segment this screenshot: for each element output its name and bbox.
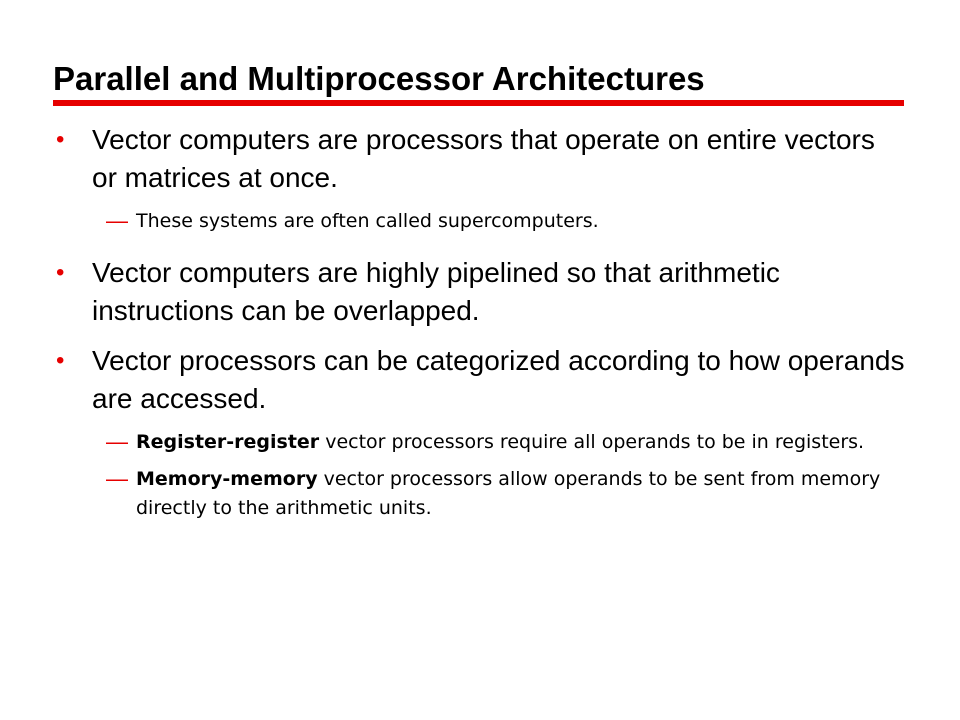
bullet-item: • Vector computers are processors that o… [56,121,906,197]
sub-bullet-text: Memory-memory vector processors allow op… [136,468,881,519]
slide-body: • Vector computers are processors that o… [56,121,906,533]
sub-bullet-text: Register-register vector processors requ… [136,431,865,453]
sub-bullet-item: — These systems are often called superco… [106,207,906,236]
bullet-icon: • [56,126,65,153]
bullet-item: • Vector computers are highly pipelined … [56,254,906,330]
dash-icon: — [106,429,128,454]
term-memory-memory: Memory-memory [136,468,318,490]
bullet-icon: • [56,259,65,286]
term-register-register: Register-register [136,431,320,453]
bullet-text: Vector computers are processors that ope… [92,124,875,193]
sub-bullet-item: — Memory-memory vector processors allow … [106,465,906,523]
slide-title: Parallel and Multiprocessor Architecture… [53,60,705,97]
sub-bullet-item: — Register-register vector processors re… [106,428,906,457]
bullet-text: Vector computers are highly pipelined so… [92,257,780,326]
bullet-item: • Vector processors can be categorized a… [56,342,906,418]
title-underline [53,100,904,106]
dash-icon: — [106,208,128,233]
bullet-text: Vector processors can be categorized acc… [92,345,905,414]
dash-icon: — [106,466,128,491]
bullet-icon: • [56,347,65,374]
sub-bullet-text: These systems are often called supercomp… [136,210,599,232]
